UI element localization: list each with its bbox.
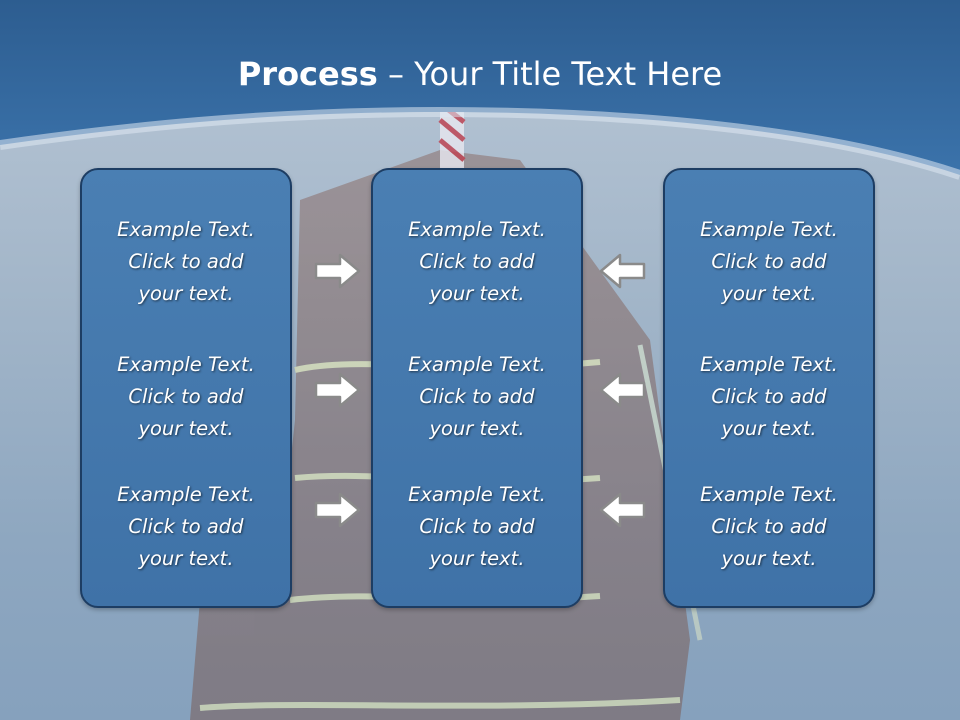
panel-text-block[interactable]: Example Text. Click to add your text. bbox=[665, 479, 873, 575]
text-line: your text. bbox=[429, 282, 525, 305]
candle bbox=[438, 106, 466, 168]
text-line: your text. bbox=[138, 547, 234, 570]
page-title: Process – Your Title Text Here bbox=[0, 52, 960, 96]
text-line: your text. bbox=[721, 547, 817, 570]
text-line: Example Text. bbox=[700, 483, 838, 506]
arrow-right-icon bbox=[314, 372, 361, 408]
text-line: Click to add bbox=[128, 515, 244, 538]
text-line: Click to add bbox=[419, 250, 535, 273]
text-line: your text. bbox=[138, 282, 234, 305]
text-line: Click to add bbox=[711, 250, 827, 273]
text-line: Example Text. bbox=[700, 353, 838, 376]
text-line: Click to add bbox=[128, 385, 244, 408]
process-panel-left[interactable]: Example Text. Click to add your text. Ex… bbox=[80, 168, 292, 608]
arrow-left-icon bbox=[599, 372, 646, 408]
text-line: Example Text. bbox=[700, 218, 838, 241]
text-line: Click to add bbox=[711, 515, 827, 538]
arrow-right-icon bbox=[314, 492, 361, 528]
panel-text-block[interactable]: Example Text. Click to add your text. bbox=[665, 214, 873, 310]
panel-text-block[interactable]: Example Text. Click to add your text. bbox=[373, 214, 581, 310]
text-line: your text. bbox=[429, 417, 525, 440]
panel-text-block[interactable]: Example Text. Click to add your text. bbox=[373, 479, 581, 575]
panel-text-block[interactable]: Example Text. Click to add your text. bbox=[82, 214, 290, 310]
text-line: your text. bbox=[721, 282, 817, 305]
text-line: Example Text. bbox=[408, 353, 546, 376]
process-panel-center[interactable]: Example Text. Click to add your text. Ex… bbox=[371, 168, 583, 608]
text-line: your text. bbox=[429, 547, 525, 570]
text-line: Click to add bbox=[711, 385, 827, 408]
arrow-left-icon bbox=[599, 253, 646, 289]
text-line: your text. bbox=[721, 417, 817, 440]
process-panel-right[interactable]: Example Text. Click to add your text. Ex… bbox=[663, 168, 875, 608]
arrow-left-icon bbox=[599, 492, 646, 528]
text-line: your text. bbox=[138, 417, 234, 440]
text-line: Click to add bbox=[419, 515, 535, 538]
panel-text-block[interactable]: Example Text. Click to add your text. bbox=[82, 349, 290, 445]
text-line: Example Text. bbox=[117, 483, 255, 506]
title-bold: Process bbox=[237, 55, 378, 93]
panel-text-block[interactable]: Example Text. Click to add your text. bbox=[373, 349, 581, 445]
text-line: Example Text. bbox=[117, 218, 255, 241]
text-line: Click to add bbox=[128, 250, 244, 273]
panel-text-block[interactable]: Example Text. Click to add your text. bbox=[82, 479, 290, 575]
text-line: Click to add bbox=[419, 385, 535, 408]
header-band bbox=[0, 0, 960, 175]
text-line: Example Text. bbox=[408, 483, 546, 506]
title-rest: – Your Title Text Here bbox=[377, 55, 723, 93]
arrow-right-icon bbox=[314, 253, 361, 289]
header-highlight bbox=[0, 106, 960, 180]
text-line: Example Text. bbox=[117, 353, 255, 376]
panel-text-block[interactable]: Example Text. Click to add your text. bbox=[665, 349, 873, 445]
text-line: Example Text. bbox=[408, 218, 546, 241]
